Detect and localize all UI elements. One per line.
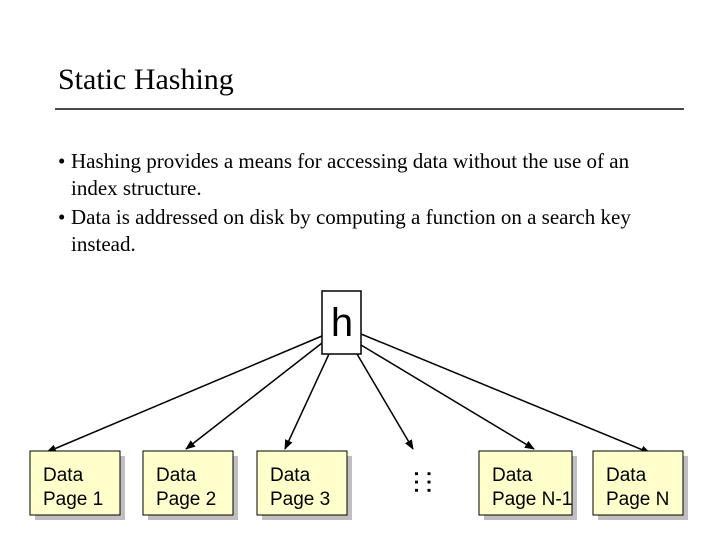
arrow-to-page-3 <box>284 353 330 450</box>
data-page-2-line2: Page 2 <box>156 489 216 510</box>
data-page-1-line2: Page 1 <box>43 489 103 510</box>
data-page-2: Data Page 2 <box>142 450 238 520</box>
data-page-n-line2: Page N <box>606 489 669 510</box>
bullet-item: • Hashing provides a means for accessing… <box>58 148 678 202</box>
bullet-marker: • <box>58 149 66 173</box>
arrow-to-page-n <box>360 333 651 454</box>
slide-title: Static Hashing <box>58 63 234 96</box>
bullet-text: Hashing provides a means for accessing d… <box>71 149 630 200</box>
hash-function-box: h <box>321 290 362 355</box>
hash-function-label: h <box>331 301 353 345</box>
arrow-to-page-2 <box>185 342 323 450</box>
data-page-n: Data Page N <box>592 450 688 520</box>
bullet-marker: • <box>58 205 66 229</box>
arrow-to-page-1 <box>46 335 323 453</box>
data-page-1: Data Page 1 <box>29 450 125 520</box>
data-page-3-line1: Data <box>270 465 311 486</box>
arrow-to-ellipsis <box>356 353 414 450</box>
data-page-2-line1: Data <box>156 465 197 486</box>
arrow-to-page-n-1 <box>360 344 535 450</box>
data-page-3-line2: Page 3 <box>270 489 330 510</box>
ellipsis-label: ::: <box>408 469 441 494</box>
data-page-1-line1: Data <box>43 465 84 486</box>
bullet-text: Data is addressed on disk by computing a… <box>71 205 631 256</box>
data-page-n-minus-1: Data Page N-1 <box>478 450 577 520</box>
arrow-group <box>46 333 651 454</box>
data-page-n-line1: Data <box>606 465 647 486</box>
bullet-item: • Data is addressed on disk by computing… <box>58 204 678 258</box>
data-page-n-minus-1-line1: Data <box>492 465 533 486</box>
title-divider <box>55 108 684 110</box>
data-page-n-minus-1-line2: Page N-1 <box>492 489 572 510</box>
data-page-3: Data Page 3 <box>256 450 352 520</box>
bullet-list: • Hashing provides a means for accessing… <box>58 148 678 260</box>
